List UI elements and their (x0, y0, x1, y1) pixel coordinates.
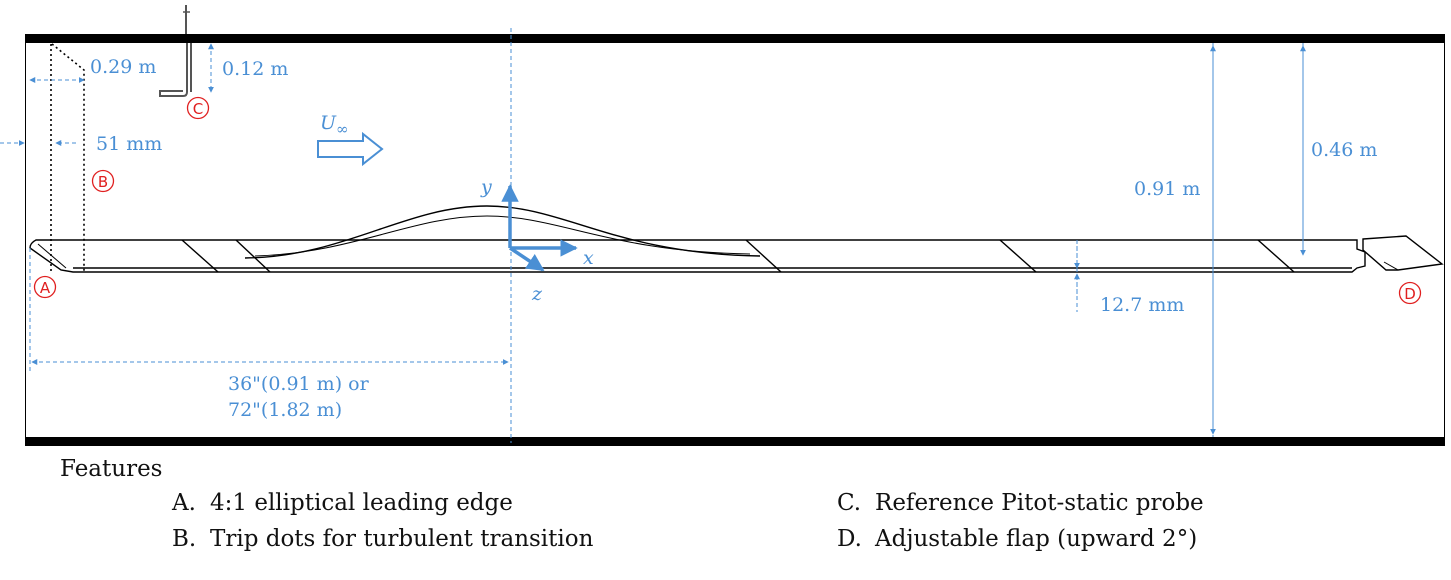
trip-dots (50, 43, 85, 272)
features-legend: Features A. 4:1 elliptical leading edge B… (0, 450, 1451, 580)
axis-z-label: z (531, 283, 543, 305)
feature-b-text: Trip dots for turbulent transition (210, 526, 594, 552)
feature-d: D. Adjustable flap (upward 2°) (837, 526, 1197, 552)
bump (244, 205, 761, 259)
probe-height-label: 0.12 m (222, 58, 288, 80)
freestream-arrow (317, 131, 384, 167)
bump-distance-label-line1: 36"(0.91 m) or (228, 373, 370, 395)
axis-y-label: y (480, 176, 492, 198)
flat-plate (29, 239, 1366, 273)
feature-a-key: A. (172, 490, 196, 516)
ceiling-gap-label: 0.46 m (1311, 139, 1377, 161)
feature-c-text: Reference Pitot-static probe (875, 490, 1204, 516)
guide-lines (29, 28, 1304, 443)
feature-c-key: C. (837, 490, 862, 516)
svg-text:D: D (1404, 285, 1416, 303)
features-title: Features (60, 456, 163, 482)
tunnel-height-label: 0.91 m (1134, 178, 1200, 200)
feature-a: A. 4:1 elliptical leading edge (172, 490, 513, 516)
feature-c: C. Reference Pitot-static probe (837, 490, 1204, 516)
marker-d: D (1398, 281, 1422, 305)
trip-offset-label: 51 mm (96, 133, 162, 155)
feature-b-key: B. (172, 526, 197, 552)
axis-x-label: x (583, 247, 594, 269)
coordinate-axes (501, 184, 578, 272)
svg-text:A: A (40, 279, 51, 297)
pitot-probe (159, 5, 192, 97)
marker-c: C (186, 96, 210, 120)
tunnel-ceiling (25, 34, 1445, 43)
tunnel-floor (25, 437, 1445, 446)
wind-tunnel-diagram: 0.29 m 0.12 m 51 mm 0.46 m 0.91 m 12.7 m… (0, 5, 1445, 446)
svg-text:C: C (193, 100, 203, 118)
feature-d-key: D. (837, 526, 862, 552)
feature-a-text: 4:1 elliptical leading edge (210, 490, 513, 516)
marker-b: B (91, 169, 115, 193)
svg-text:B: B (98, 173, 108, 191)
feature-b: B. Trip dots for turbulent transition (172, 526, 593, 552)
marker-a: A (33, 275, 57, 299)
leading-edge-offset-label: 0.29 m (90, 56, 156, 78)
bump-distance-label-line2: 72"(1.82 m) (228, 399, 342, 421)
plate-thickness-label: 12.7 mm (1100, 294, 1184, 316)
freestream-symbol: U∞ (320, 112, 349, 138)
flap (1362, 235, 1444, 271)
feature-d-text: Adjustable flap (upward 2°) (875, 526, 1198, 552)
dimension-arrows (0, 43, 1306, 435)
